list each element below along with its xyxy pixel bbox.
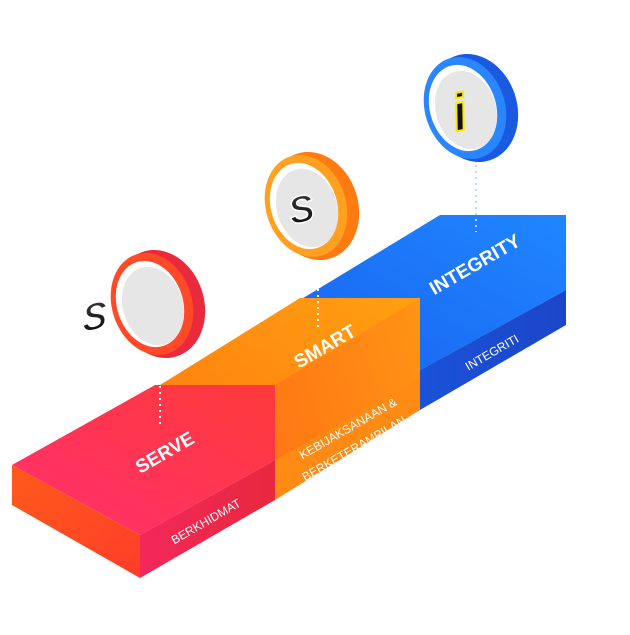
integrity-front-face xyxy=(420,290,566,410)
smart-lower-band xyxy=(275,380,420,500)
serve-top-face xyxy=(12,385,275,535)
smart-badge-inner xyxy=(275,168,339,248)
integrity-badge-inner xyxy=(434,70,498,150)
integrity-badge: i xyxy=(423,53,519,163)
serve-step xyxy=(12,385,275,578)
smart-badge: S xyxy=(264,151,360,261)
serve-badge-letter: S xyxy=(82,293,109,342)
serve-badge: S xyxy=(81,249,206,359)
serve-front-face xyxy=(140,460,275,578)
serve-badge-inner xyxy=(121,266,185,346)
serve-left-face xyxy=(12,465,140,578)
